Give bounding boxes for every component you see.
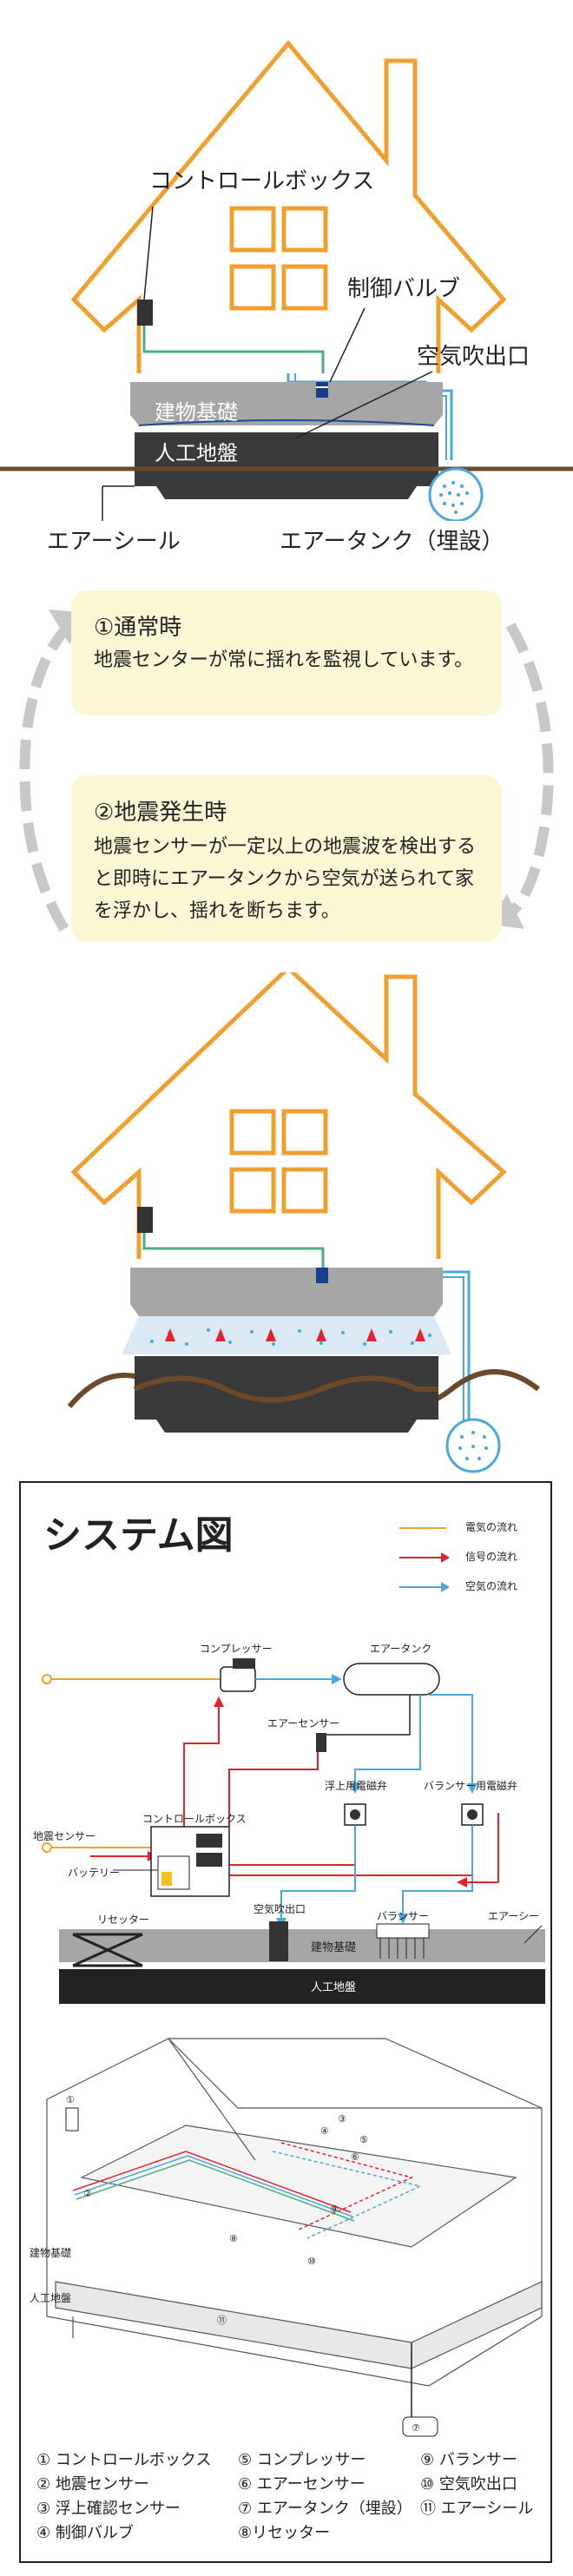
house-windows-2 (229, 1109, 328, 1214)
label-iso-ground: 人工地盤 (30, 2292, 72, 2304)
house-outline-2 (70, 972, 507, 1259)
callout-4: ④ (320, 2125, 329, 2137)
control-valve (316, 382, 328, 398)
legend-air: 空気の流れ (465, 1580, 518, 1592)
green-wire (142, 317, 325, 373)
label-balancer: バランサー (377, 1910, 430, 1922)
item-1: ① コントロールボックス (36, 2451, 212, 2469)
balancer-shape (376, 1923, 430, 1959)
air-tank (428, 467, 484, 521)
item-11: ⑪ エアーシール (420, 2500, 534, 2518)
lift-arrows (165, 1328, 425, 1341)
label-control-box: コントロールボックス (149, 168, 375, 194)
system-diagram-panel: システム図 (19, 1481, 552, 2563)
label-iso-foundation: 建物基礎 (30, 2247, 72, 2259)
item-3: ③ 浮上確認センサー (36, 2500, 181, 2518)
label-balancer-valve: バランサー用電磁弁 (424, 1780, 518, 1792)
callout-11: ⑪ (217, 2315, 227, 2326)
card-quake-title: ②地震発生時 (94, 800, 227, 826)
label-control-valve: 制御バルブ (347, 276, 461, 302)
label-air-sensor: エアーセンサー (267, 1717, 340, 1729)
label-system-control-box: コントロールボックス (142, 1813, 247, 1825)
label-float-valve: 浮上用電磁弁 (325, 1780, 388, 1792)
control-valve-2 (316, 1268, 328, 1283)
iso-wires (72, 2142, 423, 2421)
label-system-outlet: 空気吹出口 (254, 1903, 306, 1915)
item-list-col3: ⑨ バランサー ⑩ 空気吹出口 ⑪ エアーシール (420, 2448, 533, 2521)
foundation-2 (130, 1268, 443, 1316)
house-outline (70, 40, 507, 373)
item-2: ② 地震センサー (36, 2475, 149, 2494)
label-system-air-tank: エアータンク (370, 1643, 432, 1655)
cycle-arrow-left (19, 621, 74, 932)
item-6: ⑥ エアーセンサー (238, 2475, 366, 2494)
label-air-seal: エアーシール (47, 529, 181, 555)
label-foundation: 建物基礎 (155, 400, 238, 425)
callout-8: ⑧ (229, 2233, 238, 2244)
artificial-ground-2 (135, 1356, 438, 1433)
foundation (130, 382, 443, 425)
label-battery: バッテリー (68, 1867, 121, 1879)
label-resetter: リセッター (97, 1914, 150, 1926)
item-5: ⑤ コンプレッサー (238, 2451, 366, 2469)
house-windows (229, 206, 328, 311)
system-title: システム図 (43, 1513, 234, 1558)
legend-power: 電気の流れ (465, 1521, 518, 1533)
callout-3: ③ (338, 2113, 346, 2125)
callout-7: ⑦ (412, 2422, 420, 2434)
system-air-tank (343, 1663, 440, 1696)
label-quake-sensor: 地震センサー (33, 1830, 96, 1842)
item-7: ⑦ エアータンク（埋設） (238, 2500, 412, 2518)
legend-signal: 信号の流れ (465, 1551, 518, 1563)
tank-dots (439, 481, 469, 514)
item-8: ⑧リセッター (238, 2524, 331, 2542)
house-normal-diagram (0, 40, 573, 521)
control-box-2 (137, 1207, 153, 1233)
float-valve-shape (344, 1803, 366, 1826)
resetter-shape (72, 1933, 143, 1967)
label-ground: 人工地盤 (155, 441, 238, 465)
card-normal-text: 地震センターが常に揺れを監視しています。 (94, 649, 474, 671)
callout-1: ① (66, 2094, 75, 2105)
item-9: ⑨ バランサー (420, 2451, 517, 2469)
card-quake: ②地震発生時 地震センサーが一定以上の地震波を検出すると即時にエアータンクから空… (71, 775, 502, 942)
air-dots (150, 1328, 431, 1346)
item-list-col2: ⑤ コンプレッサー ⑥ エアーセンサー ⑦ エアータンク（埋設） ⑧リセッター (238, 2448, 412, 2546)
label-system-ground: 人工地盤 (311, 1981, 357, 1994)
label-air-tank: エアータンク（埋設） (280, 529, 504, 555)
callout-10: ⑩ (307, 2256, 316, 2267)
card-normal-title: ①通常時 (94, 615, 182, 641)
system-ground (59, 1969, 545, 2004)
control-box (137, 300, 153, 326)
air-sensor-shape (316, 1733, 326, 1752)
system-control-box (150, 1826, 230, 1897)
label-air-seal-system: エアーシー (488, 1910, 540, 1922)
cycle-arrow-right (505, 623, 554, 916)
compressor-shape (220, 1658, 256, 1692)
callout-6: ⑥ (351, 2151, 359, 2163)
callout-5: ⑤ (359, 2134, 368, 2145)
item-4: ④ 制御バルブ (36, 2524, 134, 2542)
iso-building (46, 2038, 543, 2387)
callout-2: ② (83, 2188, 92, 2199)
label-system-foundation: 建物基礎 (311, 1941, 357, 1954)
house-floating-diagram (67, 972, 540, 1473)
balancer-valve-shape (461, 1803, 484, 1826)
artificial-ground (135, 432, 438, 499)
air-cushion (122, 1316, 451, 1354)
card-quake-text: 地震センサーが一定以上の地震波を検出すると即時にエアータンクから空気が送られて家… (94, 836, 477, 922)
item-10: ⑩ 空気吹出口 (420, 2475, 517, 2494)
label-air-outlet: 空気吹出口 (417, 344, 530, 370)
card-normal: ①通常時 地震センターが常に揺れを監視しています。 (71, 590, 502, 715)
callout-9: ⑨ (330, 2204, 339, 2215)
label-compressor: コンプレッサー (200, 1643, 273, 1655)
system-svg: ① ② ③ ④ ⑤ ⑥ ⑦ ⑧ ⑨ ⑩ ⑪ (42, 1527, 545, 2437)
item-list-col1: ① コントロールボックス ② 地震センサー ③ 浮上確認センサー ④ 制御バルブ (36, 2448, 211, 2546)
